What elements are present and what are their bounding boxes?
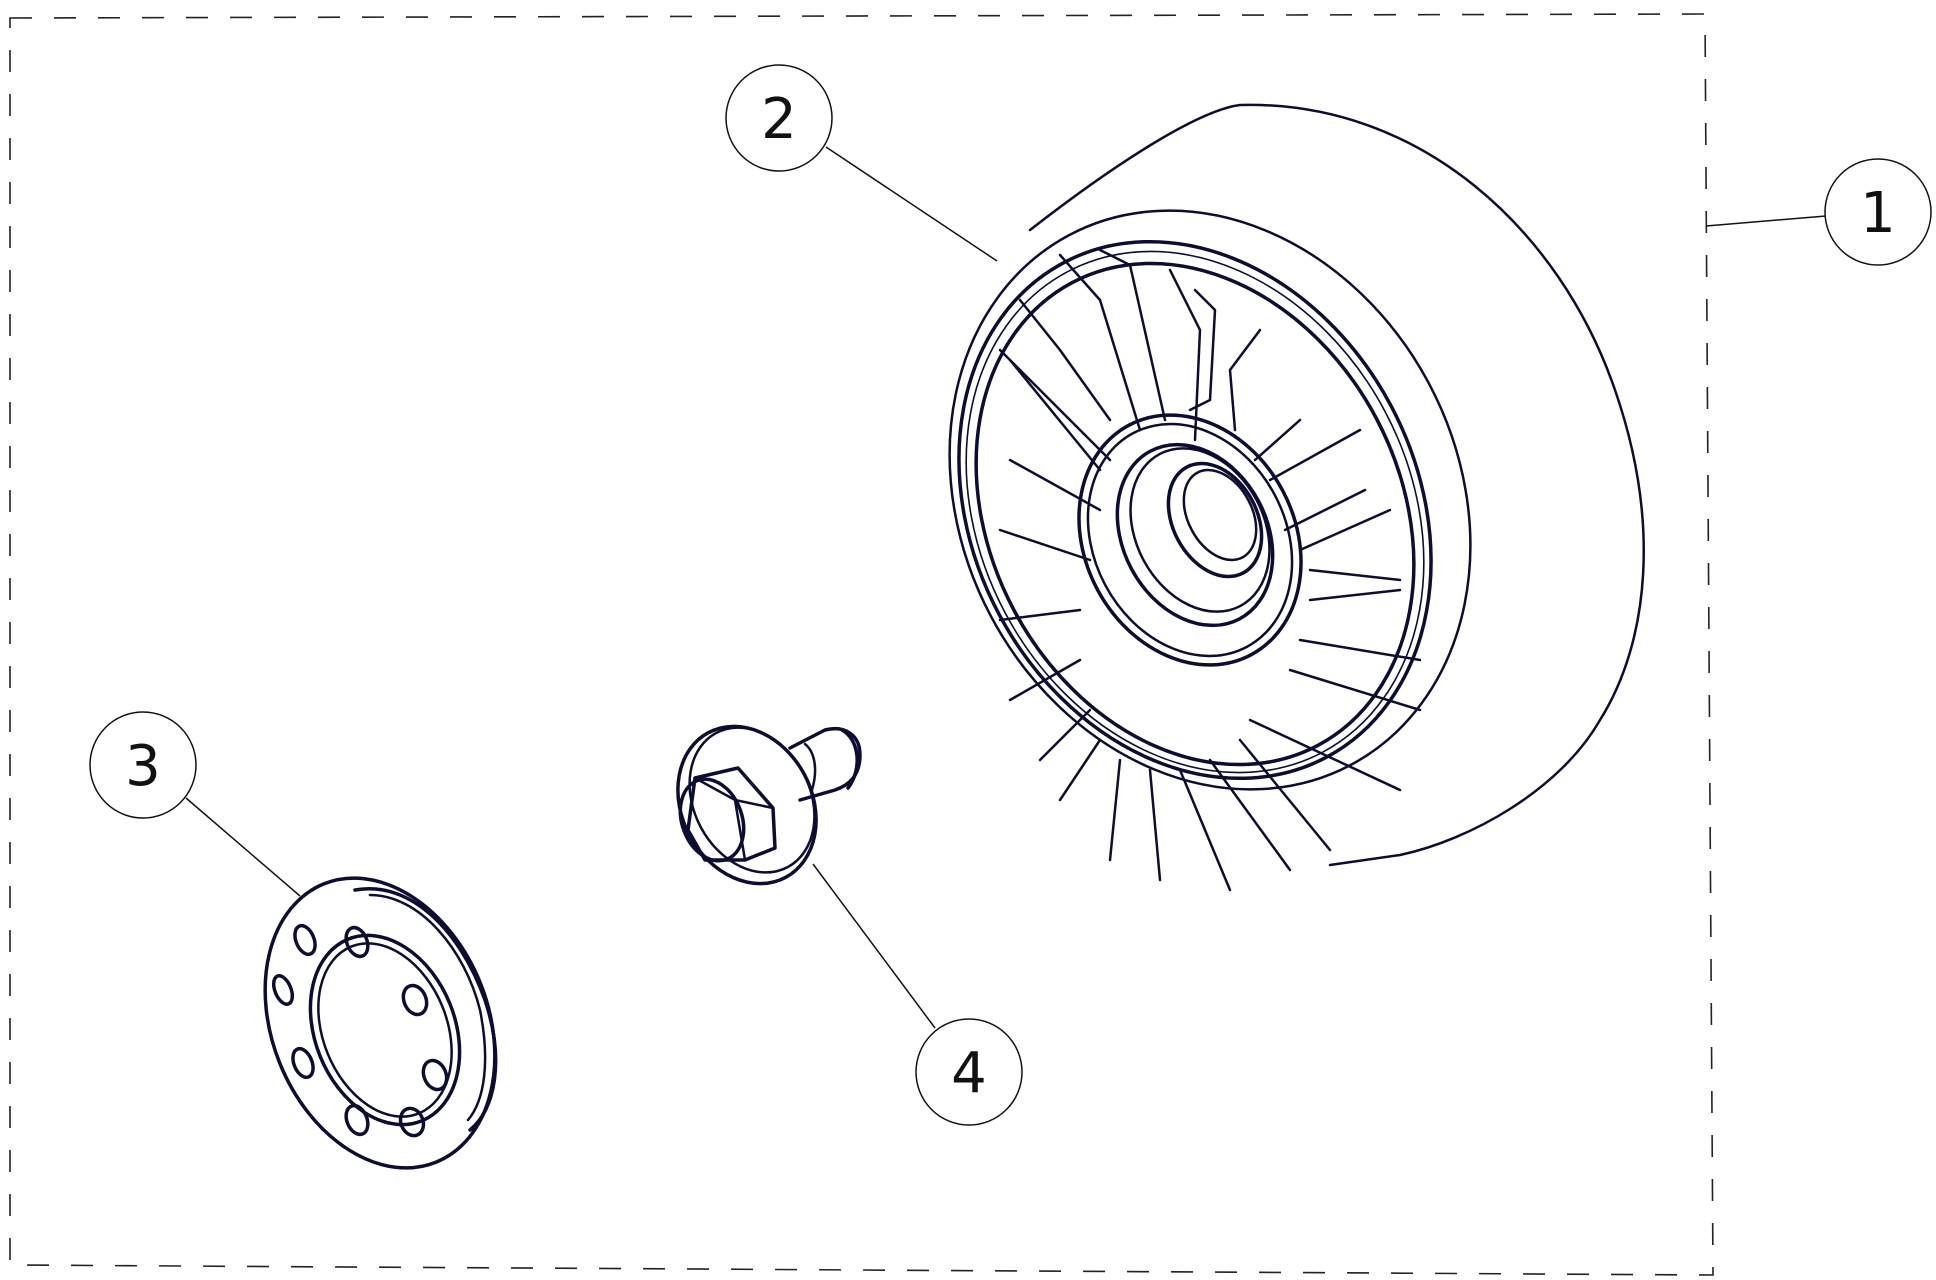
wheel-part	[948, 103, 1645, 892]
balloon-2-number: 2	[761, 87, 797, 152]
balloon-3-number: 3	[125, 734, 161, 799]
balloon-1-number: 1	[1860, 181, 1896, 246]
balloon-1: 1	[1824, 158, 1932, 266]
hex-bolt-part	[676, 724, 862, 886]
balloon-4: 4	[915, 1018, 1023, 1126]
leader-3	[185, 797, 301, 897]
balloon-2: 2	[725, 64, 833, 172]
leader-lines	[185, 146, 1827, 1029]
balloon-3: 3	[89, 711, 197, 819]
leader-1	[1705, 215, 1827, 227]
balloon-4-number: 4	[951, 1041, 987, 1106]
flange-bolt-holes	[271, 923, 449, 1138]
leader-2	[825, 146, 998, 262]
flange-cap-part	[263, 876, 498, 1170]
wheel-hub	[1077, 413, 1303, 667]
wheel-spokes	[998, 248, 1422, 892]
leader-4	[812, 863, 936, 1029]
assembly-frame	[9, 13, 1714, 1276]
